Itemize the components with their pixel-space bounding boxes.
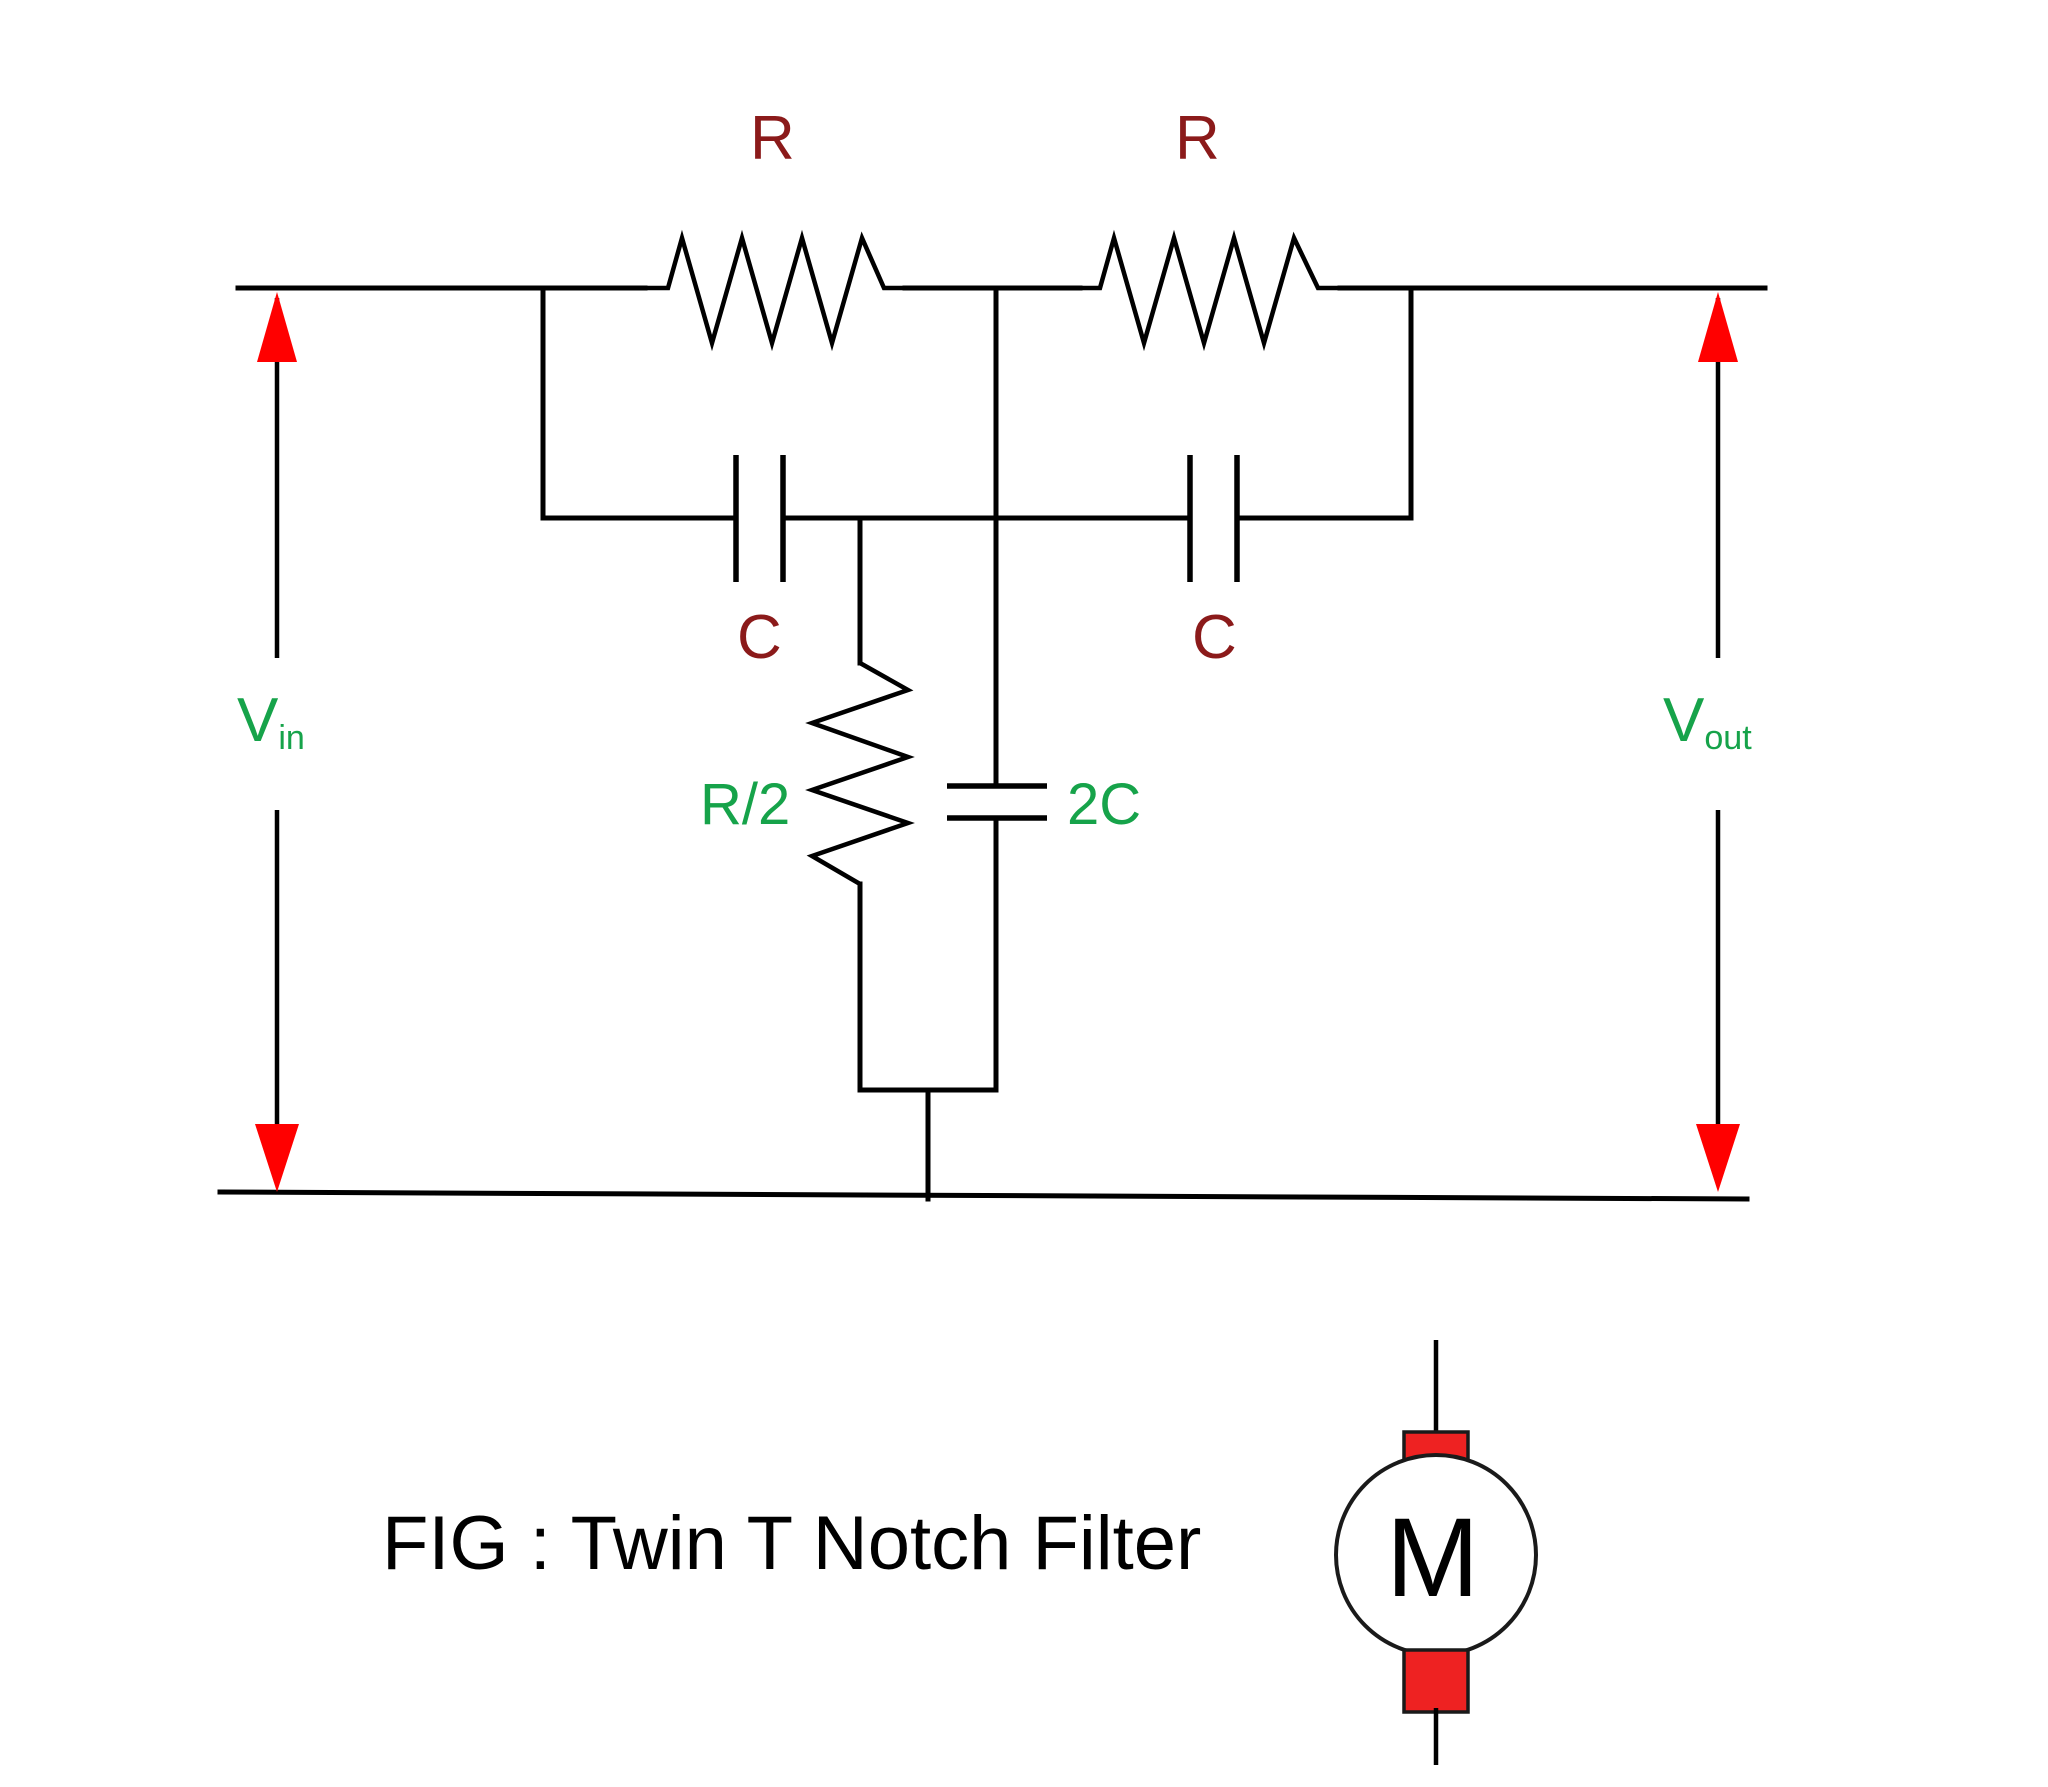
- resistor-shunt: [805, 661, 915, 886]
- label-resistor-top-right: R: [1175, 104, 1220, 173]
- label-v-out: Vout: [1663, 690, 1752, 755]
- figure-caption: FIG : Twin T Notch Filter: [382, 1501, 1202, 1586]
- v-out-symbol: V: [1663, 686, 1705, 755]
- vout-arrow-down-head: [1696, 1124, 1740, 1192]
- label-capacitor-right: C: [1192, 603, 1237, 672]
- ground-rail: [217, 1189, 1750, 1202]
- vin-arrow-down-head: [255, 1124, 299, 1192]
- label-resistor-top-left: R: [750, 104, 795, 173]
- v-in-symbol: V: [237, 686, 279, 755]
- vout-arrow-up-head: [1698, 292, 1738, 362]
- label-capacitor-shunt: 2C: [1067, 772, 1142, 837]
- v-out-subscript: out: [1704, 718, 1752, 757]
- label-capacitor-left: C: [737, 603, 782, 672]
- motor-symbol-letter: M: [1386, 1495, 1480, 1620]
- label-v-in: Vin: [237, 690, 305, 755]
- v-in-subscript: in: [278, 718, 305, 757]
- motor-terminal-bottom: [1402, 1648, 1470, 1714]
- vin-arrow-up-head: [257, 292, 297, 362]
- resistor-top-left: [645, 229, 905, 352]
- resistor-top-right: [1080, 229, 1340, 352]
- label-resistor-shunt: R/2: [700, 772, 791, 837]
